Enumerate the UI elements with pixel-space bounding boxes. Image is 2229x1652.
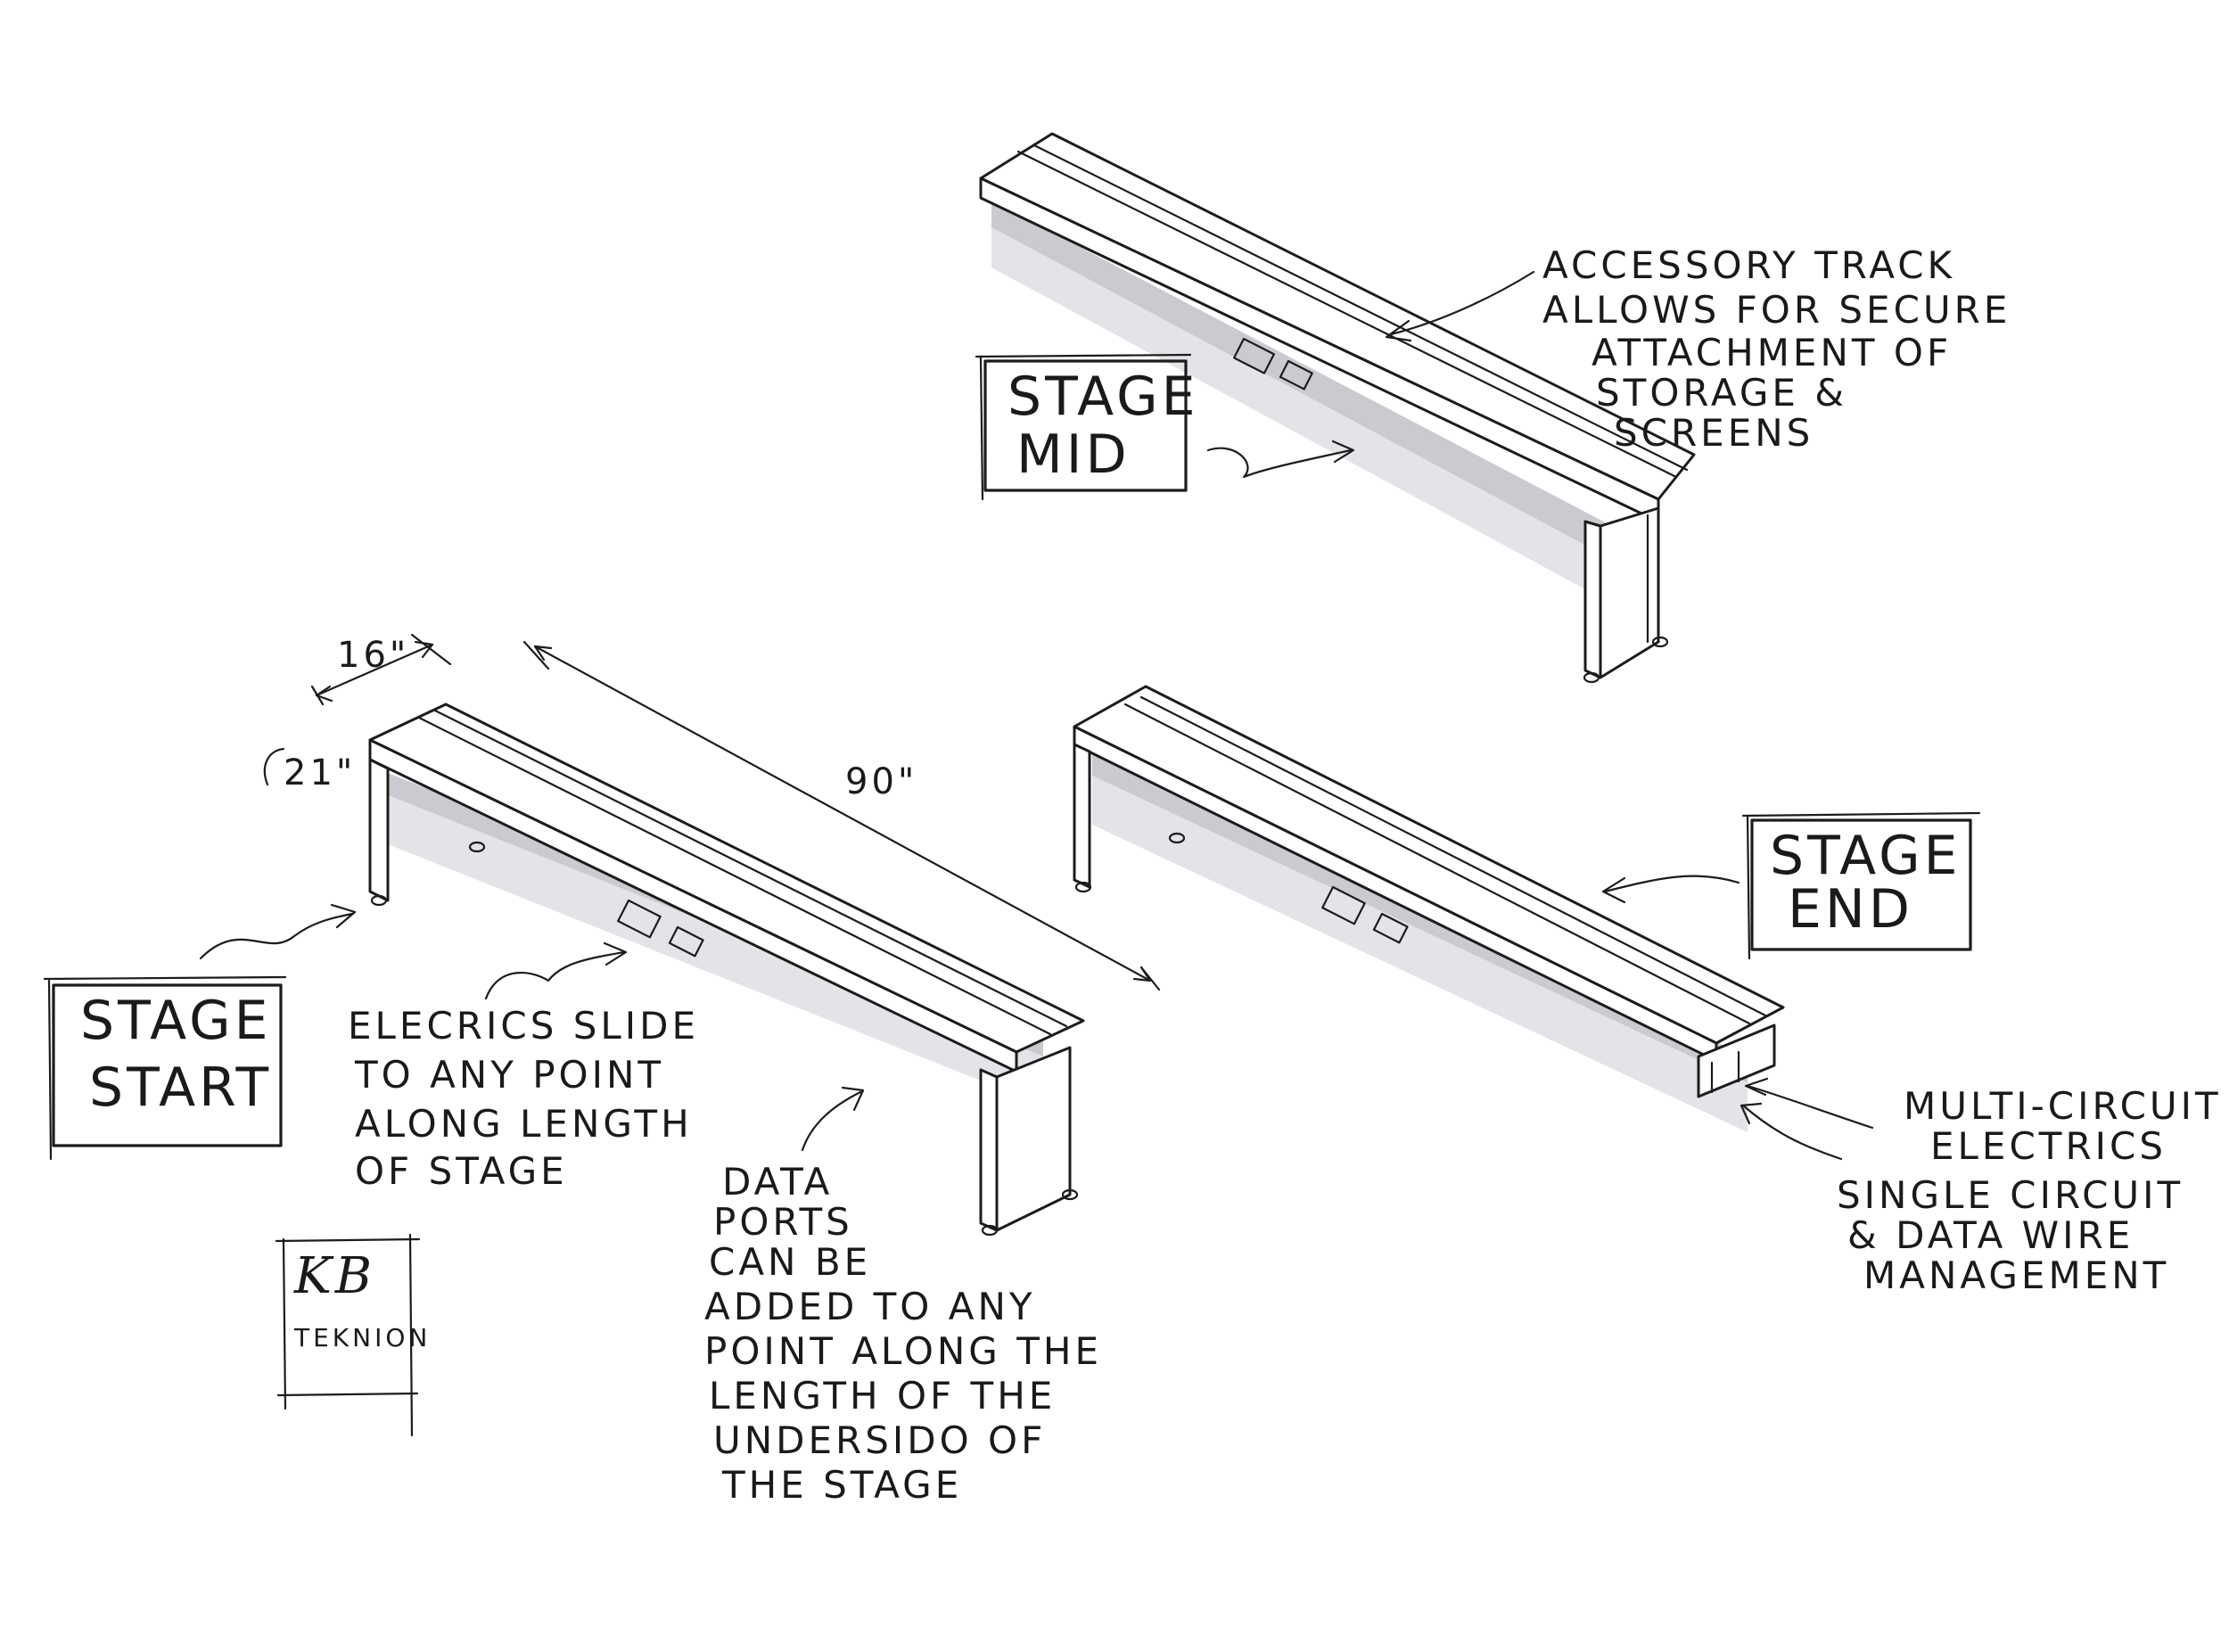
stage-start-drawing <box>368 703 1085 1237</box>
accessory-track-line4: STORAGE & <box>1596 371 1847 415</box>
accessory-track-line5: SCREENS <box>1614 411 1814 455</box>
multi-circuit-line2: ELECTRICS <box>1930 1124 2167 1168</box>
multi-circuit-note: MULTI-CIRCUIT ELECTRICS <box>1744 1077 2222 1168</box>
signature-initials: KB <box>293 1247 375 1305</box>
accessory-track-note: ACCESSORY TRACK ALLOWS FOR SECURE ATTACH… <box>1385 243 2011 455</box>
electrics-slide-line2: TO ANY POINT <box>354 1053 664 1097</box>
stage-start-label-box: STAGE START <box>43 975 287 1161</box>
data-ports-line7: UNDERSIDO OF <box>713 1418 1046 1462</box>
accessory-track-line3: ATTACHMENT OF <box>1592 331 1952 374</box>
stage-end-drawing <box>1073 685 1785 1132</box>
data-ports-line8: THE STAGE <box>721 1463 962 1507</box>
data-ports-line2: PORTS <box>713 1200 853 1244</box>
accessory-track-line1: ACCESSORY TRACK <box>1542 243 1955 287</box>
data-ports-line5: POINT ALONG THE <box>704 1329 1102 1373</box>
stage-mid-label-line2: MID <box>1016 423 1131 486</box>
data-ports-line1: DATA <box>722 1160 833 1204</box>
multi-circuit-line1: MULTI-CIRCUIT <box>1904 1084 2222 1128</box>
height-dimension-label: 21" <box>284 752 356 793</box>
data-ports-line4: ADDED TO ANY <box>704 1285 1036 1328</box>
stage-start-label-line2: START <box>89 1056 272 1119</box>
single-circuit-line1: SINGLE CIRCUIT <box>1837 1173 2184 1217</box>
stage-start-arrow <box>199 912 354 960</box>
data-ports-note: DATA PORTS CAN BE ADDED TO ANY POINT ALO… <box>704 1086 1102 1507</box>
electrics-slide-line1: ELECRICS SLIDE <box>348 1004 699 1048</box>
signature-company: TEKNION <box>293 1323 431 1352</box>
dimension-height: 21" <box>263 747 356 793</box>
dimension-length: 90" <box>522 640 1161 991</box>
stage-start-label-line1: STAGE <box>80 990 271 1052</box>
electrics-slide-line4: OF STAGE <box>355 1149 568 1193</box>
single-circuit-line3: MANAGEMENT <box>1863 1253 2169 1297</box>
stage-mid-label-line1: STAGE <box>1008 366 1198 428</box>
stage-mid-drawing <box>979 132 1696 684</box>
length-dimension-label: 90" <box>845 761 917 802</box>
electrics-slide-line3: ALONG LENGTH <box>355 1102 693 1146</box>
stage-mid-arrow <box>1206 447 1353 479</box>
single-circuit-line2: & DATA WIRE <box>1847 1213 2134 1257</box>
stage-end-arrow <box>1603 875 1740 893</box>
single-circuit-note: SINGLE CIRCUIT & DATA WIRE MANAGEMENT <box>1740 1102 2184 1297</box>
data-ports-line6: LENGTH OF THE <box>709 1374 1056 1418</box>
width-dimension-label: 16" <box>337 635 409 676</box>
signature-block: KB TEKNION <box>275 1233 431 1437</box>
dimension-width: 16" <box>310 633 452 706</box>
stage-end-label-line1: STAGE <box>1770 825 1961 887</box>
stage-mid-label-box: STAGE MID <box>975 353 1198 501</box>
data-ports-line3: CAN BE <box>709 1240 871 1284</box>
stage-end-label-line2: END <box>1788 878 1913 941</box>
stage-end-label-box: STAGE END <box>1741 811 1981 960</box>
accessory-track-line2: ALLOWS FOR SECURE <box>1542 288 2011 332</box>
electrics-slide-note: ELECRICS SLIDE TO ANY POINT ALONG LENGTH… <box>348 941 699 1193</box>
